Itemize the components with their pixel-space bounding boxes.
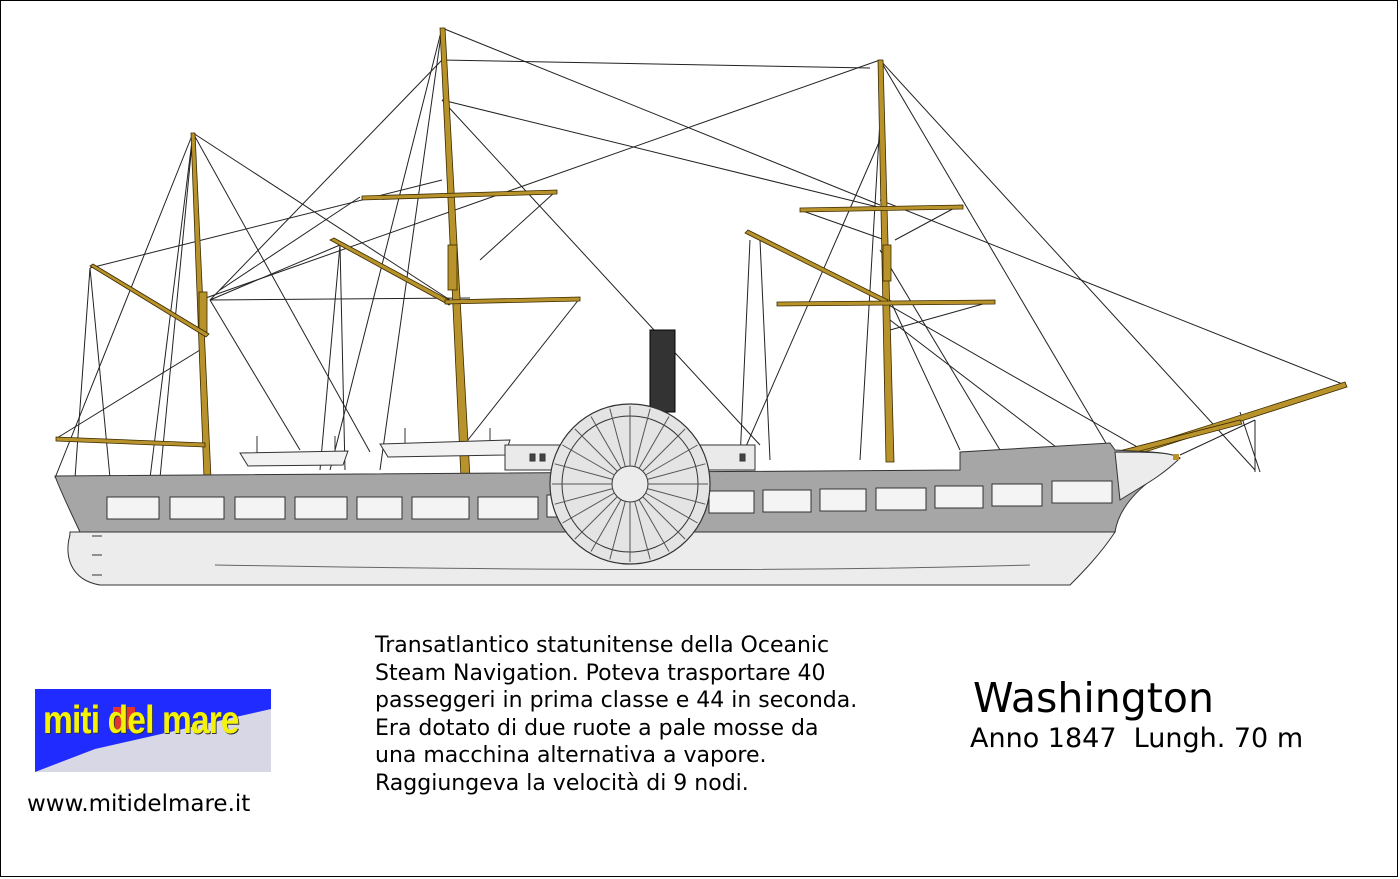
ship-name: Washington	[973, 674, 1214, 722]
ship-description: Transatlantico statunitense della Oceani…	[375, 633, 858, 796]
logo[interactable]: miti del mare	[35, 689, 271, 772]
website-url[interactable]: www.mitidelmare.it	[27, 791, 251, 817]
rudder	[92, 535, 102, 576]
lifeboats	[239, 428, 511, 467]
rigging	[54, 27, 1346, 479]
logo-graphic	[35, 707, 271, 772]
ship-details: Anno 1847 Lungh. 70 m	[970, 723, 1304, 754]
funnel	[649, 329, 676, 413]
logo-text: miti del mare	[43, 699, 240, 742]
paddle-wheel	[549, 403, 711, 565]
masts	[55, 27, 1348, 479]
